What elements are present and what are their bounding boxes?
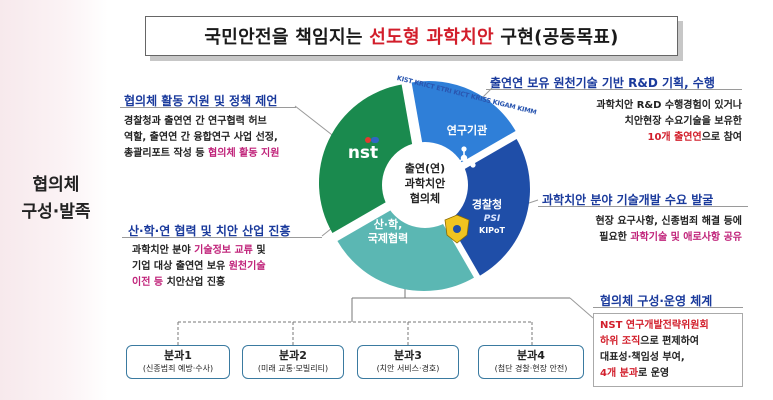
bottom-right-line1: NST 연구개발전략위원회 bbox=[600, 320, 709, 331]
division-box-3: 분과3 (치안 서비스·경호) bbox=[357, 345, 459, 379]
mid-left-line3: 이전 등 치안산업 진흥 bbox=[132, 275, 266, 291]
division-box-4: 분과4 (첨단 경찰·현장 안전) bbox=[478, 345, 584, 379]
segment-police-label: 경찰청 bbox=[471, 198, 503, 211]
mid-left-line3-a: 이전 등 bbox=[132, 277, 167, 288]
bottom-right-box: NST 연구개발전략위원회 하위 조직으로 편제하여 대표성·책임성 부여, 4… bbox=[593, 313, 743, 387]
mid-left-body: 과학치안 분야 기술정보 교류 및 기업 대상 출연연 보유 원천기술 이전 등… bbox=[132, 243, 266, 291]
top-right-line3-b: 으로 참여 bbox=[701, 132, 742, 143]
side-label-line1: 협의체 bbox=[32, 175, 80, 195]
wheel-segment-industry bbox=[337, 191, 474, 291]
police-emblem-icon bbox=[444, 214, 470, 244]
segment-industry-label: 산·학, 국제협력 bbox=[348, 218, 428, 246]
top-left-heading: 협의체 활동 지원 및 정책 제언 bbox=[124, 94, 278, 108]
division-3-sub: (치안 서비스·경호) bbox=[376, 364, 440, 373]
mid-left-line1-c: 및 bbox=[252, 245, 266, 256]
bottom-right-line2-a: 하위 조직 bbox=[600, 336, 641, 347]
side-label-line2: 구성·발족 bbox=[21, 202, 91, 222]
division-4-name: 분과4 bbox=[517, 349, 545, 362]
top-right-line1: 과학치안 R&D 수행경험이 있거나 bbox=[596, 100, 742, 111]
title-part1: 국민안전을 책임지는 bbox=[204, 27, 370, 48]
top-right-body: 과학치안 R&D 수행경험이 있거나 치안현장 수요기술을 보유한 10개 출연… bbox=[548, 98, 742, 146]
mid-left-line3-b: 치안산업 진흥 bbox=[166, 277, 226, 288]
bottom-right-line2-b: 으로 편제하여 bbox=[640, 336, 699, 347]
title-part2: 선도형 과학치안 bbox=[369, 27, 494, 48]
wheel-center-label: 출연(연) 과학치안 협의체 bbox=[385, 161, 465, 206]
top-left-line3-b: 협의체 활동 지원 bbox=[208, 148, 280, 159]
segment-industry-line2: 국제협력 bbox=[367, 232, 409, 245]
bottom-right-line2: 하위 조직으로 편제하여 bbox=[600, 334, 736, 350]
page-title: 국민안전을 책임지는 선도형 과학치안 구현(공동목표) bbox=[145, 16, 678, 56]
top-left-line2: 역할, 출연연 간 융합연구 사업 선정, bbox=[124, 132, 278, 143]
mid-left-heading: 산·학·연 협력 및 치안 산업 진흥 bbox=[128, 224, 291, 238]
mid-left-line2-b: 원천기술 bbox=[228, 261, 266, 272]
left-panel bbox=[0, 0, 108, 400]
division-2-name: 분과2 bbox=[279, 349, 307, 362]
top-right-line3-a: 10개 출연연 bbox=[647, 132, 702, 143]
wheel-center bbox=[382, 142, 468, 228]
division-box-1: 분과1 (신종범죄 예방·수사) bbox=[126, 345, 230, 379]
division-box-2: 분과2 (미래 교통·모빌리티) bbox=[242, 345, 344, 379]
division-2-sub: (미래 교통·모빌리티) bbox=[257, 364, 329, 373]
bottom-right-line4-a: 4개 분과 bbox=[600, 368, 639, 379]
nst-logo-icon bbox=[365, 137, 379, 143]
network-icon bbox=[452, 146, 476, 168]
segment-research-label: 연구기관 bbox=[446, 124, 488, 137]
top-left-rule bbox=[120, 107, 296, 108]
top-right-heading: 출연연 보유 원천기술 기반 R&D 기획, 수행 bbox=[490, 76, 715, 90]
division-3-name: 분과3 bbox=[394, 349, 422, 362]
top-right-rule bbox=[486, 89, 742, 90]
segment-industry-line1: 산·학, bbox=[373, 218, 403, 231]
title-part3: 구현(공동목표) bbox=[493, 27, 619, 48]
mid-left-line2: 기업 대상 출연연 보유 원천기술 bbox=[132, 259, 266, 275]
top-right-line3: 10개 출연연으로 참여 bbox=[548, 130, 743, 146]
bottom-right-line4: 4개 분과로 운영 bbox=[600, 366, 736, 382]
bottom-right-line4-b: 로 운영 bbox=[638, 368, 670, 379]
bottom-right-line3: 대표성·책임성 부여, bbox=[600, 352, 685, 363]
segment-police-org1: PSI bbox=[483, 214, 501, 224]
bottom-right-rule bbox=[593, 307, 743, 308]
division-4-sub: (첨단 경찰·현장 안전) bbox=[494, 364, 568, 373]
mid-right-line2-a: 필요한 bbox=[599, 232, 631, 243]
mid-right-heading: 과학치안 분야 기술개발 수요 발굴 bbox=[542, 193, 714, 207]
mid-left-line2-a: 기업 대상 출연연 보유 bbox=[132, 261, 229, 272]
top-left-line3-a: 총괄리포트 작성 등 bbox=[124, 148, 209, 159]
top-right-line2: 치안현장 수요기술을 보유한 bbox=[624, 116, 742, 127]
mid-left-line1: 과학치안 분야 기술정보 교류 및 bbox=[132, 243, 266, 259]
center-line2: 과학치안 bbox=[404, 177, 446, 190]
segment-nst-logo: nst bbox=[347, 143, 379, 163]
mid-right-line2-b: 과학기술 및 애로사항 공유 bbox=[630, 232, 742, 243]
center-line1: 출연(연) bbox=[404, 162, 446, 175]
connector-bottom-right bbox=[569, 297, 594, 319]
division-1-sub: (신종범죄 예방·수사) bbox=[142, 364, 214, 373]
mid-left-line1-b: 기술정보 교류 bbox=[194, 245, 253, 256]
center-line3: 협의체 bbox=[409, 192, 441, 205]
bottom-right-heading: 협의체 구성·운영 체계 bbox=[600, 294, 713, 308]
mid-left-rule bbox=[122, 237, 322, 238]
mid-right-body: 현장 요구사항, 신종범죄 해결 등에 필요한 과학기술 및 애로사항 공유 bbox=[544, 214, 742, 246]
segment-police-org2: KIPoT bbox=[479, 226, 505, 235]
top-left-line1: 경찰청과 출연연 간 연구협력 허브 bbox=[124, 116, 267, 127]
mid-left-line1-a: 과학치안 분야 bbox=[132, 245, 195, 256]
mid-right-rule bbox=[538, 206, 748, 207]
side-label: 협의체 구성·발족 bbox=[6, 172, 106, 226]
top-left-line3: 총괄리포트 작성 등 협의체 활동 지원 bbox=[124, 146, 279, 162]
mid-right-line1: 현장 요구사항, 신종범죄 해결 등에 bbox=[595, 216, 742, 227]
wheel-segment-police bbox=[430, 139, 530, 276]
division-1-name: 분과1 bbox=[164, 349, 192, 362]
mid-right-line2: 필요한 과학기술 및 애로사항 공유 bbox=[544, 230, 742, 246]
top-left-body: 경찰청과 출연연 간 연구협력 허브 역할, 출연연 간 융합연구 사업 선정,… bbox=[124, 114, 279, 162]
